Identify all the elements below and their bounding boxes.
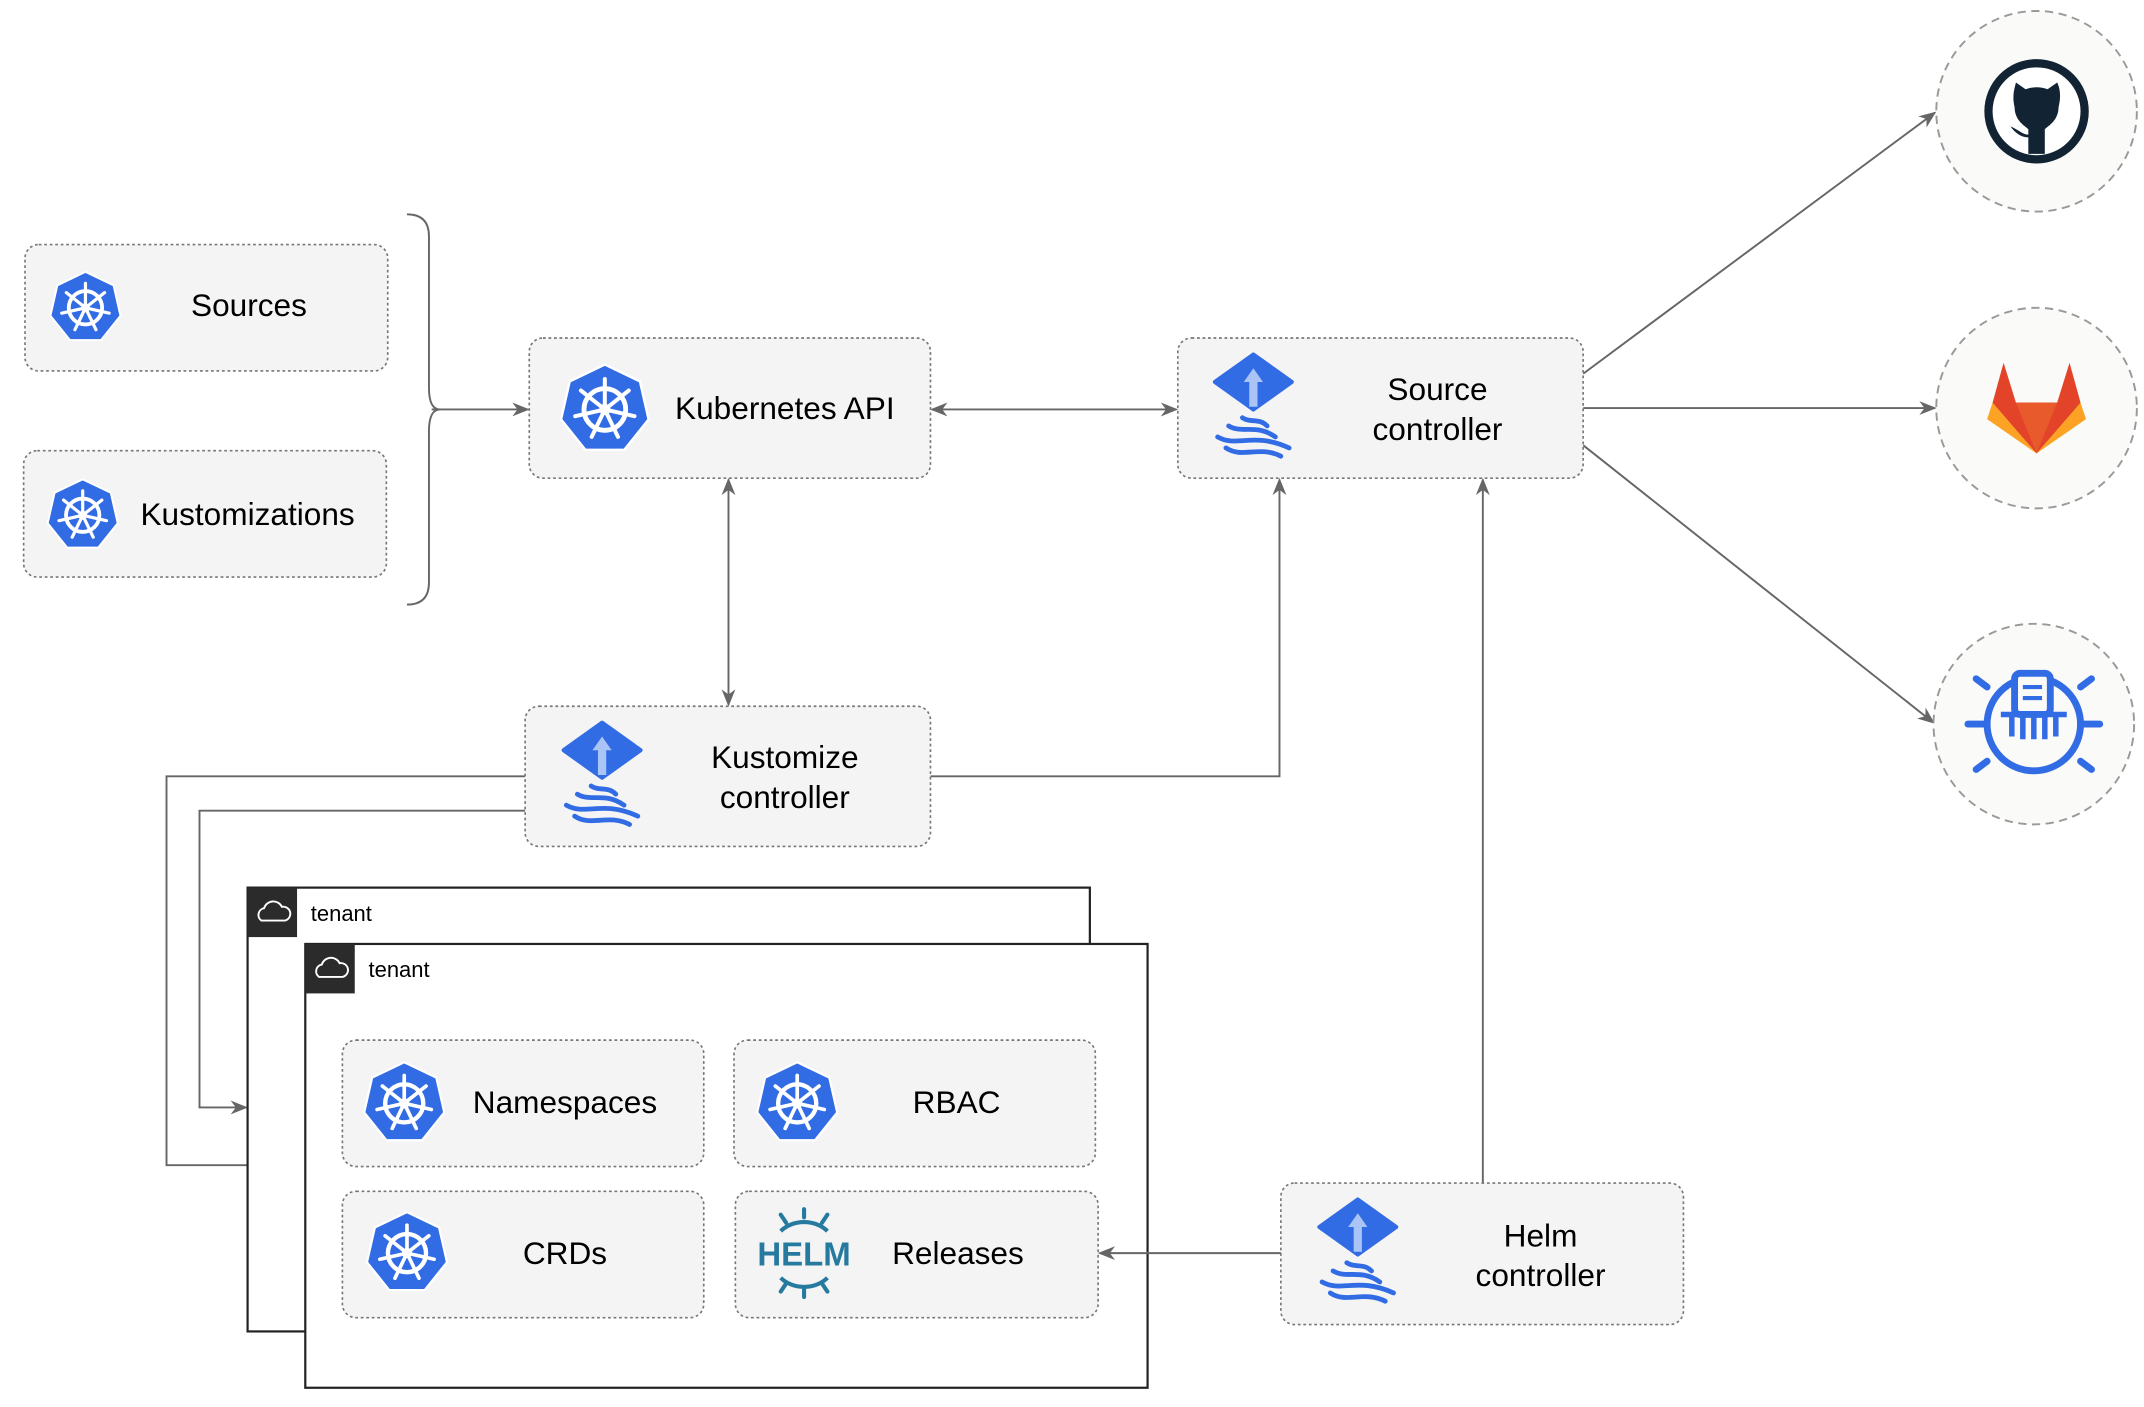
cloud-icon — [315, 956, 349, 978]
namespaces-label: Namespaces — [473, 1084, 657, 1120]
kubernetes-api-node[interactable]: Kubernetes API — [528, 337, 932, 479]
github-icon — [1984, 59, 2089, 164]
helm-controller-label-line1: Helm — [1504, 1217, 1578, 1253]
kubernetes-api-label: Kubernetes API — [675, 390, 895, 426]
edge-source-to-bucket — [1582, 444, 1935, 724]
kustomizations-node[interactable]: Kustomizations — [22, 449, 388, 578]
github-node[interactable] — [1935, 10, 2138, 213]
kustomize-controller-node[interactable]: Kustomize controller — [524, 705, 932, 848]
cloud-icon — [257, 900, 292, 922]
gitlab-node[interactable] — [1935, 306, 2138, 510]
helm-controller-node[interactable]: Helm controller — [1280, 1182, 1685, 1326]
namespaces-node[interactable]: Namespaces — [341, 1039, 705, 1168]
edge-kustomize-to-source — [930, 477, 1287, 778]
sources-label: Sources — [191, 287, 307, 323]
crds-label: CRDs — [523, 1235, 607, 1271]
bucket-icon — [1964, 669, 2104, 775]
tenant-label: tenant — [369, 957, 430, 982]
kustomize-controller-label-line2: controller — [720, 779, 850, 815]
tenant-label: tenant — [311, 901, 372, 926]
bucket-node[interactable] — [1932, 622, 2136, 826]
source-controller-node[interactable]: Source controller — [1176, 337, 1584, 479]
edge-source-to-github — [1582, 111, 1937, 375]
edge-kustomize-to-tenant-front — [165, 775, 526, 1173]
source-controller-label-line1: Source — [1387, 371, 1487, 407]
gitlab-icon — [1987, 362, 2087, 454]
helm-icon: HELM — [757, 1207, 851, 1300]
crds-node[interactable]: CRDs — [341, 1190, 705, 1319]
helm-logo-text: HELM — [757, 1235, 850, 1272]
rbac-node[interactable]: RBAC — [733, 1039, 1097, 1168]
releases-label: Releases — [892, 1235, 1024, 1271]
rbac-label: RBAC — [913, 1084, 1001, 1120]
helm-controller-label-line2: controller — [1476, 1257, 1606, 1293]
sources-node[interactable]: Sources — [24, 243, 389, 372]
kustomize-controller-label-line1: Kustomize — [711, 739, 858, 775]
source-controller-label-line2: controller — [1373, 411, 1503, 447]
releases-node[interactable]: HELM Releases — [734, 1190, 1099, 1319]
edge-kustomize-to-tenant-back — [198, 809, 526, 1115]
kustomizations-label: Kustomizations — [140, 496, 354, 532]
